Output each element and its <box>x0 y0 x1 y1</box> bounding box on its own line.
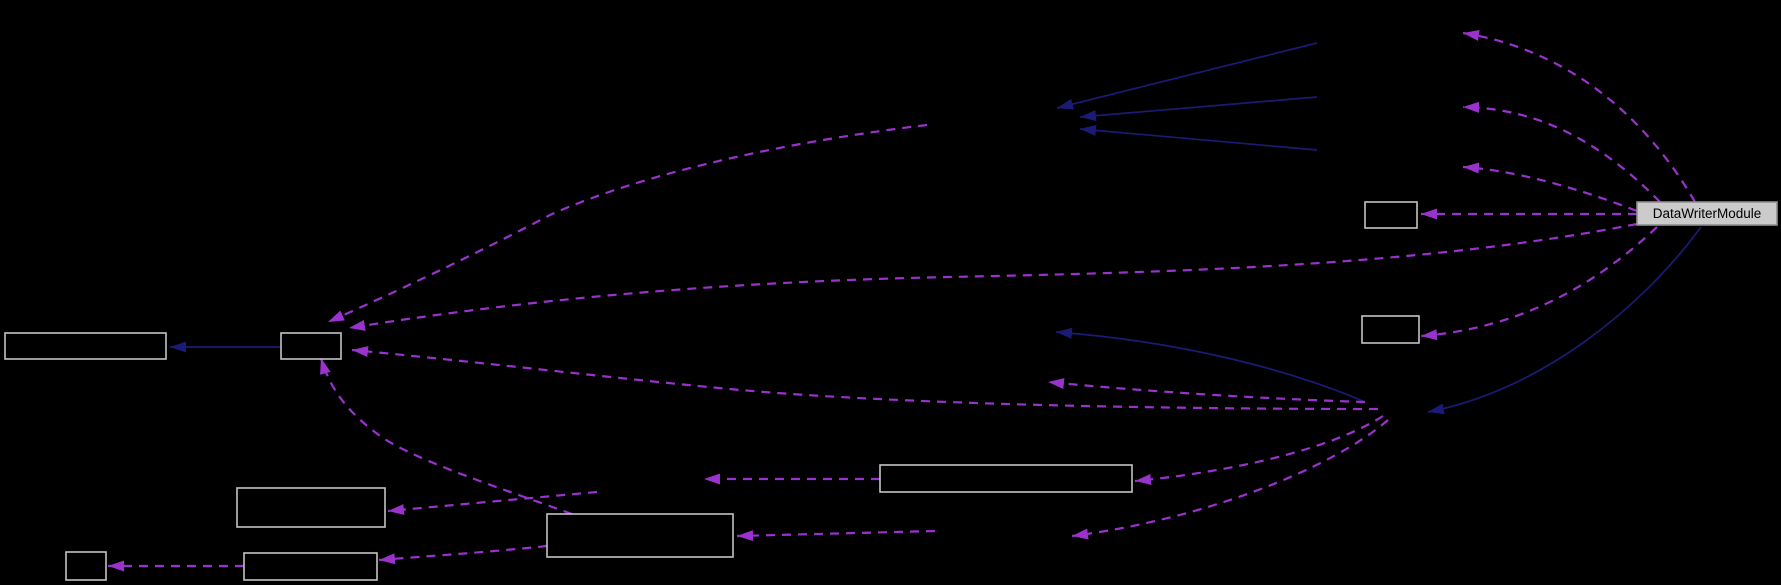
node-left-wide-box[interactable] <box>4 332 167 360</box>
edges-layer <box>108 30 1702 572</box>
node-wide-middle-box[interactable] <box>879 464 1133 493</box>
node-box-bottom-small-box[interactable] <box>65 551 107 581</box>
edge-use-hub-hubleft <box>351 346 1379 411</box>
edge-inherit-hub-mid <box>1055 327 1364 402</box>
node-small-top-right[interactable] <box>1364 201 1418 229</box>
node-hub-left[interactable] <box>280 332 342 360</box>
node-left-wide[interactable] <box>4 332 167 360</box>
node-box-bottom-box[interactable] <box>243 552 378 581</box>
edge-use-centerlower-bottom <box>378 544 548 565</box>
edge-use-dwm-up-2 <box>1462 101 1661 203</box>
edge-use-dwm-up-1 <box>1462 30 1696 203</box>
edge-use-hub-widemid <box>1134 415 1384 485</box>
edge-use-dwm-up-3 <box>1462 162 1638 213</box>
edge-inherit-top-1 <box>1056 42 1318 110</box>
edge-inherit-dwm-hub <box>1427 226 1702 415</box>
edge-use-lower-hubleft <box>319 357 573 516</box>
edge-use-to-boxleftlower <box>387 490 598 516</box>
node-box-left-lower-box[interactable] <box>236 487 386 528</box>
edge-inherit-top-2 <box>1079 96 1318 122</box>
node-small-mid-right[interactable] <box>1361 315 1420 344</box>
edge-use-arc-hubleft <box>327 123 928 324</box>
node-box-center-lower[interactable] <box>546 513 734 558</box>
node-datawritermodule: DataWriterModule <box>1636 201 1778 226</box>
edge-use-mid-centerlower <box>736 529 936 542</box>
edge-use-dwm-hubleft <box>348 222 1638 331</box>
node-wide-middle[interactable] <box>879 464 1133 493</box>
node-datawritermodule-box <box>1636 201 1778 226</box>
node-small-mid-right-box[interactable] <box>1361 315 1420 344</box>
node-box-bottom[interactable] <box>243 552 378 581</box>
edge-use-dwm-smallmid <box>1420 226 1658 341</box>
node-box-bottom-small[interactable] <box>65 551 107 581</box>
node-hub-left-box[interactable] <box>280 332 342 360</box>
nodes-layer: DataWriterModule <box>4 201 1778 581</box>
edge-inherit-top-3 <box>1079 124 1318 151</box>
node-small-top-right-box[interactable] <box>1364 201 1418 229</box>
node-box-center-lower-box[interactable] <box>546 513 734 558</box>
node-box-left-lower[interactable] <box>236 487 386 528</box>
edge-use-hub-downleft <box>1071 419 1389 540</box>
node-datawritermodule-label: DataWriterModule <box>1653 206 1762 221</box>
edge-use-hub-midleft <box>1047 378 1366 404</box>
